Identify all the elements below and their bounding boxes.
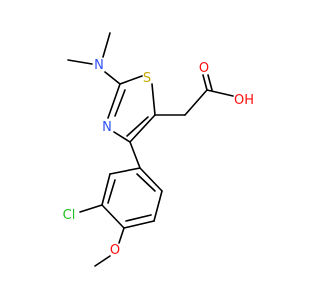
- atom-o-methoxy: O: [110, 243, 120, 258]
- atom-n-ring: N: [102, 120, 112, 135]
- bond-methyl2-n: [67, 59, 93, 65]
- bond-ar1-ar2: [109, 167, 141, 175]
- bond-o-ch3: [94, 255, 111, 267]
- bond-c-o-double-b: [207, 74, 213, 91]
- bond-ar-cl: [79, 204, 103, 213]
- bond-s-c5: [151, 83, 156, 116]
- bond-n3-c2-double: [114, 89, 126, 117]
- structure-diagram: N S N O OH Cl O: [63, 32, 254, 267]
- atom-cl: Cl: [63, 208, 76, 223]
- atom-n-dimethylamino: N: [94, 58, 104, 73]
- bond-ar4-ar5-inner: [125, 214, 152, 222]
- bond-c4-aryl: [129, 141, 141, 169]
- bond-ar5-ar6: [153, 190, 163, 222]
- bond-c5-c4-double: [126, 116, 149, 137]
- atom-o-carbonyl: O: [199, 61, 209, 76]
- atom-oh-acid: OH: [234, 93, 254, 108]
- bond-c-o-double-a: [202, 74, 208, 91]
- molecule-svg: N S N O OH Cl O: [63, 32, 254, 267]
- bond-methyl1-n: [102, 32, 111, 58]
- atom-s-ring: S: [143, 71, 151, 86]
- bond-c5-c4: [129, 114, 156, 143]
- bond-ar4-ar5: [123, 220, 155, 229]
- bond-ar2-ar3-inner: [107, 179, 116, 204]
- bond-c4-n3: [113, 131, 131, 143]
- bond-ar6-ar1-inner: [136, 173, 156, 192]
- bond-c2-s: [119, 75, 143, 85]
- bond-n3-c2: [107, 83, 121, 119]
- bond-ar-o: [118, 227, 125, 244]
- bond-ch2-cooh: [184, 89, 208, 116]
- bond-n-c2: [104, 71, 121, 85]
- bond-c-oh: [206, 89, 234, 97]
- bond-ar2-ar3: [101, 173, 111, 206]
- bond-ar6-ar1: [139, 167, 163, 192]
- bond-ar3-ar4: [101, 204, 125, 229]
